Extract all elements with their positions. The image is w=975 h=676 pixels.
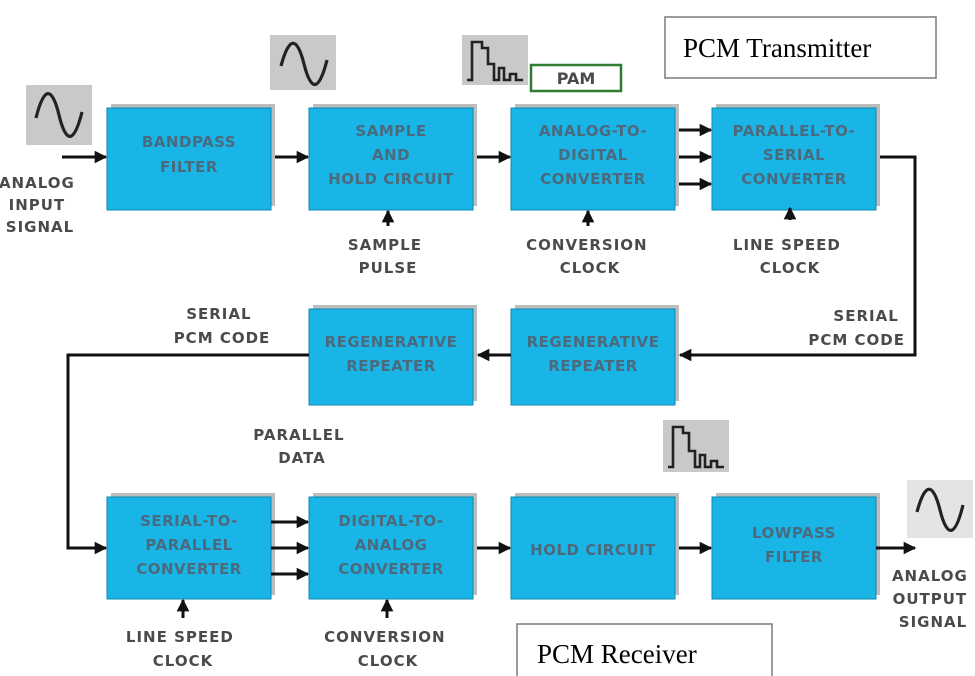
serial-to-parallel-block: SERIAL-TO- PARALLEL CONVERTER [106, 493, 275, 600]
p2s-line-1: PARALLEL-TO- [733, 122, 856, 140]
pcm-transmitter-title-box: PCM Transmitter [664, 16, 937, 79]
pcm-transmitter-title: PCM Transmitter [683, 33, 871, 63]
arrow-regen-left-to-s2p [66, 353, 309, 555]
hold-line-1: HOLD CIRCUIT [530, 541, 656, 559]
p2s-line-3: CONVERTER [741, 170, 847, 188]
bandpass-line-2: FILTER [160, 158, 218, 176]
lowpass-line-2: FILTER [765, 548, 823, 566]
pcm-receiver-title-box: PCM Receiver [516, 623, 773, 676]
line-speed-rx-label: LINE SPEED CLOCK [126, 628, 240, 670]
lowpass-line-1: LOWPASS [752, 524, 836, 542]
analog-output-line-2: OUTPUT [893, 590, 968, 608]
sample-hold-line-2: AND [372, 146, 410, 164]
regen-left-line-1: REGENERATIVE [325, 333, 458, 351]
dac-line-3: CONVERTER [338, 560, 444, 578]
regen-right-line-2: REPEATER [548, 357, 638, 375]
sample-hold-block: SAMPLE AND HOLD CIRCUIT [308, 104, 477, 211]
dac-line-2: ANALOG [355, 536, 428, 554]
pam-label: PAM [557, 69, 596, 88]
receiver-pulse-waveform-icon [663, 420, 729, 472]
bandpass-line-1: BANDPASS [142, 133, 236, 151]
analog-output-line-3: SIGNAL [899, 613, 967, 631]
s2p-line-3: CONVERTER [136, 560, 242, 578]
line-speed-tx-label: LINE SPEED CLOCK [733, 236, 847, 277]
regen-right-line-1: REGENERATIVE [527, 333, 660, 351]
parallel-data-label: PARALLEL DATA [253, 426, 351, 467]
regen-left-line-2: REPEATER [346, 357, 436, 375]
parallel-to-serial-block: PARALLEL-TO- SERIAL CONVERTER [711, 104, 880, 211]
sample-pulse-line-2: PULSE [359, 259, 418, 277]
dac-line-1: DIGITAL-TO- [338, 512, 443, 530]
s2p-line-1: SERIAL-TO- [140, 512, 238, 530]
serial-pcm-left-line-2: PCM CODE [174, 329, 271, 347]
conversion-clock-rx-line-1: CONVERSION [324, 628, 445, 646]
line-speed-tx-line-1: LINE SPEED [733, 236, 841, 254]
conversion-clock-rx-line-2: CLOCK [358, 652, 419, 670]
lowpass-filter-block: LOWPASS FILTER [711, 493, 880, 600]
analog-output-line-1: ANALOG [892, 567, 968, 585]
output-sine-wave-icon [907, 480, 973, 538]
analog-input-line-1: ANALOG [0, 174, 75, 192]
line-speed-rx-line-2: CLOCK [153, 652, 214, 670]
parallel-data-line-2: DATA [278, 449, 326, 467]
line-speed-tx-line-2: CLOCK [760, 259, 821, 277]
s2p-line-2: PARALLEL [145, 536, 232, 554]
serial-pcm-left-line-1: SERIAL [186, 305, 251, 323]
serial-pcm-code-right-label: SERIAL PCM CODE [808, 307, 905, 349]
serial-pcm-right-line-2: PCM CODE [808, 331, 905, 349]
signal-flow-arrows [62, 123, 917, 618]
conversion-clock-tx-label: CONVERSION CLOCK [526, 236, 654, 277]
arrow-p2s-to-regen-right [678, 155, 917, 362]
adc-line-2: DIGITAL [558, 146, 628, 164]
pam-pulse-waveform-icon [462, 35, 528, 85]
adc-line-1: ANALOG-TO- [539, 122, 647, 140]
hold-circuit-block: HOLD CIRCUIT [510, 493, 679, 600]
adc-block: ANALOG-TO- DIGITAL CONVERTER [510, 104, 679, 211]
pcm-receiver-title: PCM Receiver [537, 639, 697, 669]
parallel-data-line-1: PARALLEL [253, 426, 344, 444]
conversion-clock-rx-label: CONVERSION CLOCK [324, 628, 452, 670]
serial-pcm-right-line-1: SERIAL [833, 307, 898, 325]
sample-hold-line-3: HOLD CIRCUIT [328, 170, 454, 188]
p2s-line-2: SERIAL [763, 146, 825, 164]
analog-input-label: ANALOG INPUT SIGNAL [0, 174, 81, 236]
sample-pulse-line-1: SAMPLE [348, 236, 422, 254]
analog-output-label: ANALOG OUTPUT SIGNAL [892, 567, 974, 631]
regenerative-repeater-left-block: REGENERATIVE REPEATER [308, 305, 477, 406]
sample-hold-line-1: SAMPLE [355, 122, 426, 140]
sampled-sine-wave-icon [270, 35, 336, 90]
adc-line-3: CONVERTER [540, 170, 646, 188]
dac-block: DIGITAL-TO- ANALOG CONVERTER [308, 493, 477, 600]
bandpass-filter-block: BANDPASS FILTER [106, 104, 275, 211]
input-sine-wave-icon [26, 85, 92, 145]
conversion-clock-tx-line-1: CONVERSION [526, 236, 647, 254]
sample-pulse-label: SAMPLE PULSE [348, 236, 428, 277]
conversion-clock-tx-line-2: CLOCK [560, 259, 621, 277]
regenerative-repeater-right-block: REGENERATIVE REPEATER [510, 305, 679, 406]
analog-input-line-2: INPUT [9, 196, 66, 214]
line-speed-rx-line-1: LINE SPEED [126, 628, 234, 646]
svg-text:HOLD CIRCUIT: HOLD CIRCUIT [530, 541, 656, 559]
pam-label-box: PAM [529, 63, 623, 93]
serial-pcm-code-left-label: SERIAL PCM CODE [174, 305, 271, 347]
analog-input-line-3: SIGNAL [6, 218, 74, 236]
